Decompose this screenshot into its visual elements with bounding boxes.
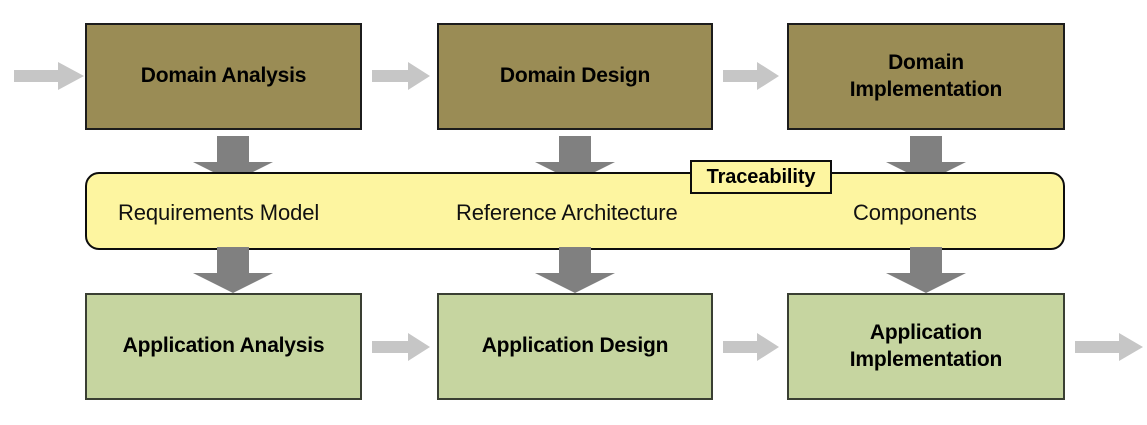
traceability-band[interactable] [85, 172, 1065, 250]
application-analysis-to-design-arrow [372, 333, 430, 361]
domain-analysis-to-design-arrow [372, 62, 430, 90]
domain-analysis-down-arrow [193, 136, 273, 182]
artifact-requirements-model: Requirements Model [118, 200, 320, 225]
box-domain-analysis[interactable]: Domain Analysis [85, 23, 362, 130]
box-application-analysis-label: Application Analysis [122, 334, 325, 358]
traceability-tag-label: Traceability [706, 165, 816, 188]
band-to-application-design-arrow [535, 247, 615, 293]
domain-design-to-implementation-arrow [723, 62, 779, 90]
box-application-design-label: Application Design [481, 334, 669, 358]
box-domain-analysis-label: Domain Analysis [140, 64, 307, 88]
application-design-to-implementation-arrow [723, 333, 779, 361]
box-domain-design-label: Domain Design [499, 64, 651, 88]
band-to-application-implementation-arrow [886, 247, 966, 293]
artifact-reference-architecture: Reference Architecture [456, 200, 678, 225]
box-application-analysis[interactable]: Application Analysis [85, 293, 362, 400]
box-domain-design[interactable]: Domain Design [437, 23, 713, 130]
traceability-tag[interactable]: Traceability [690, 160, 832, 194]
input-arrow [14, 62, 84, 90]
box-application-design[interactable]: Application Design [437, 293, 713, 400]
band-to-application-analysis-arrow [193, 247, 273, 293]
domain-design-down-arrow [535, 136, 615, 182]
output-arrow [1075, 333, 1143, 361]
domain-implementation-down-arrow [886, 136, 966, 182]
artifact-components: Components [853, 200, 977, 225]
